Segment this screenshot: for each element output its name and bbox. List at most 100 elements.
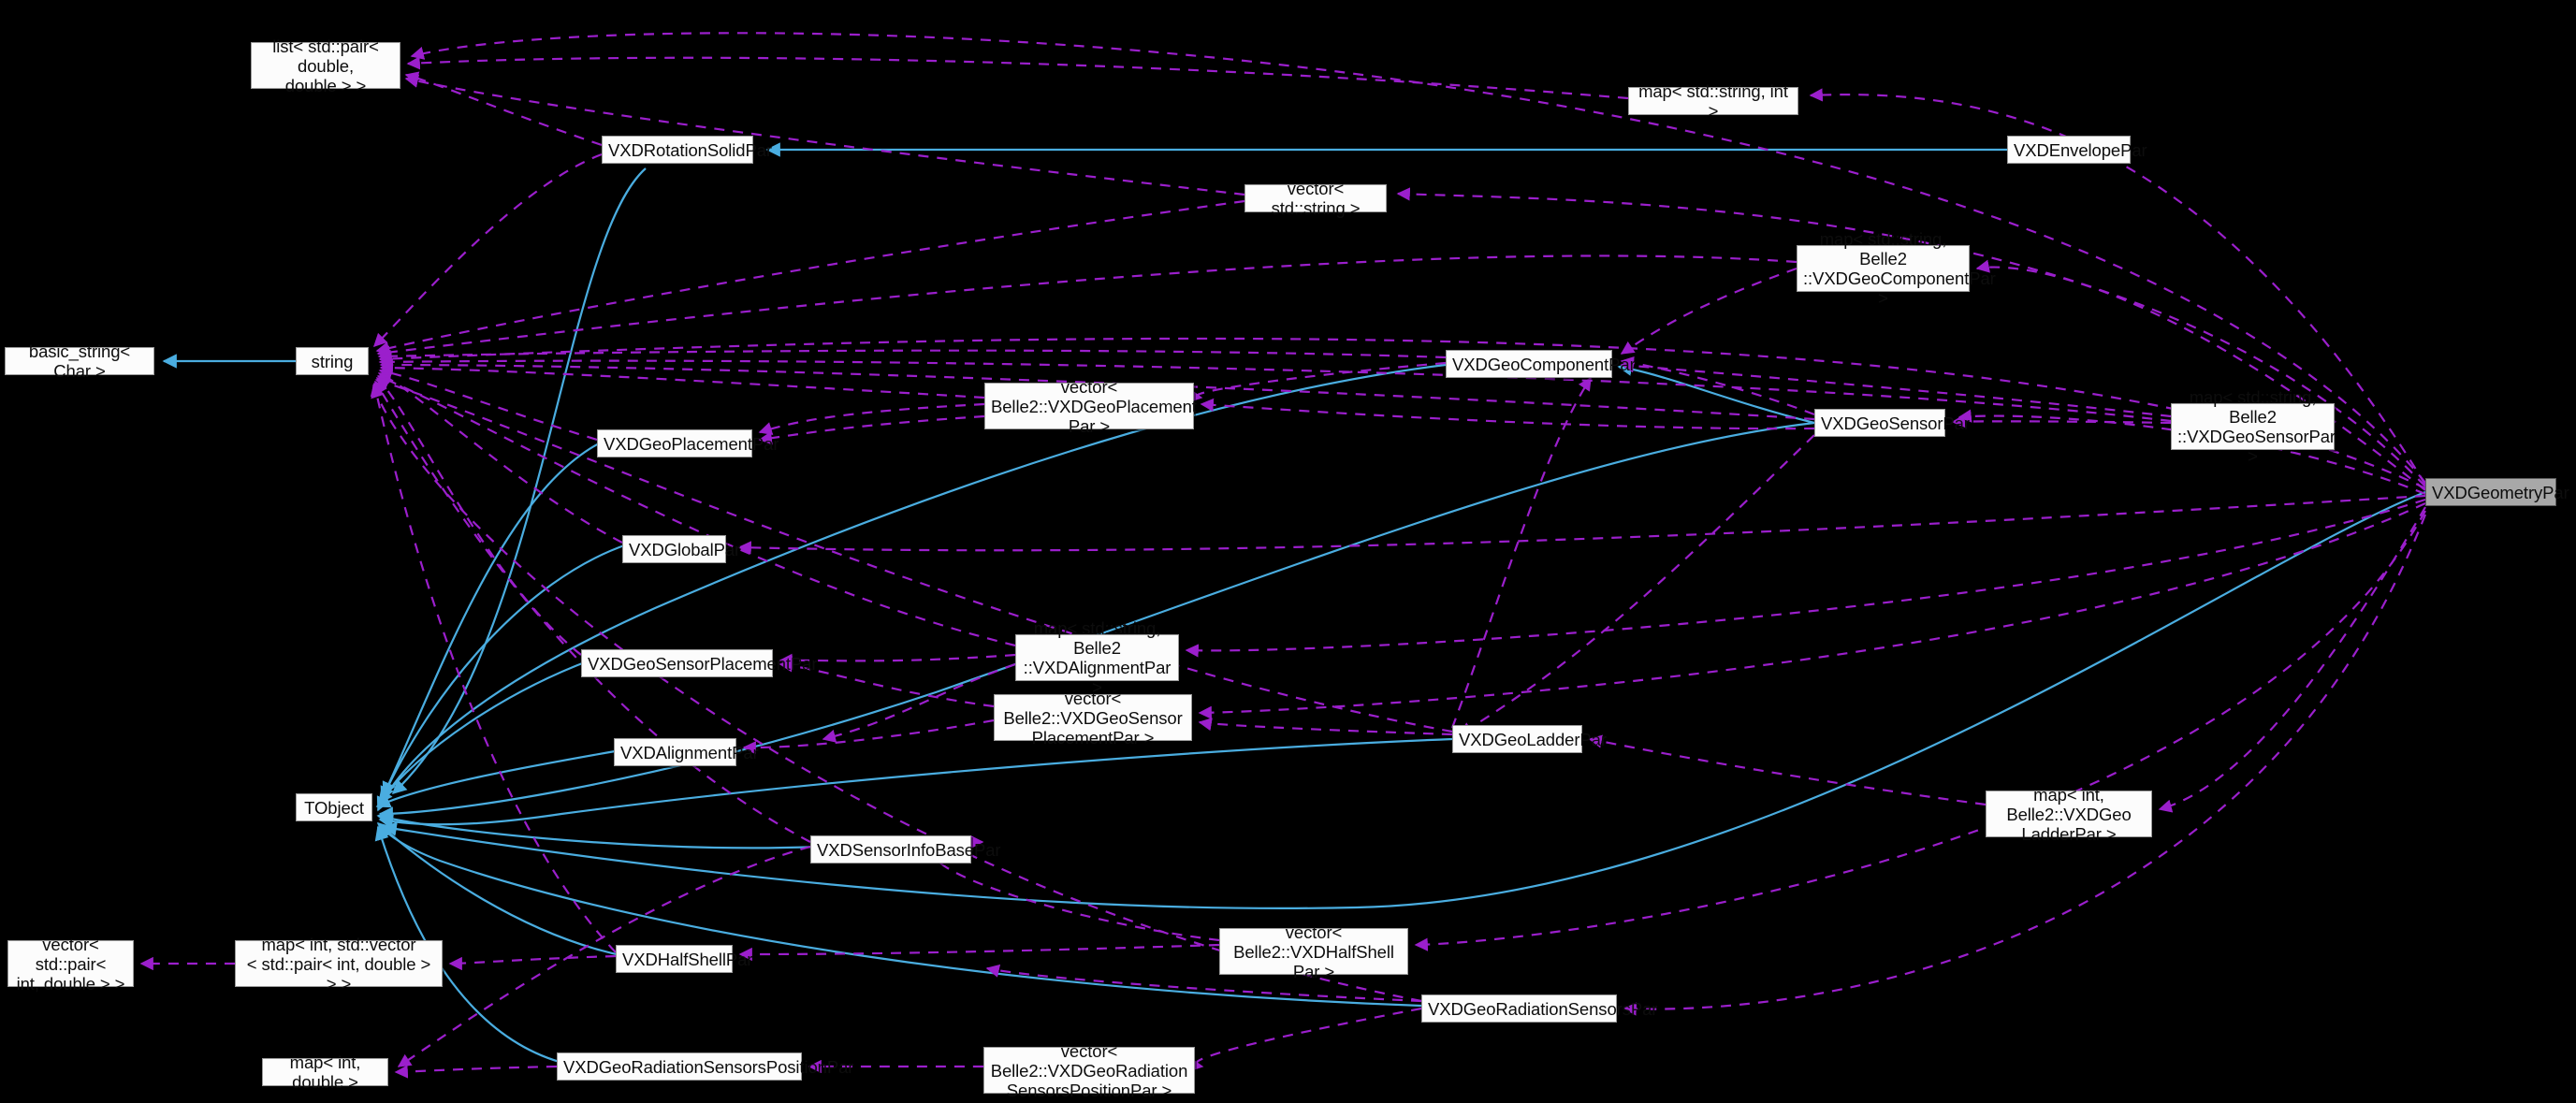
node-vector-pair-int-double[interactable]: vector< std::pair< int, double > > xyxy=(7,935,134,994)
edge-geoladder-to-geocomponent xyxy=(1450,376,1592,729)
node-label: VXDSensorInfoBasePar xyxy=(817,839,1001,860)
edge-vectorstring-to-string xyxy=(375,199,1245,356)
edge-radpospar-to-mapintdouble xyxy=(394,1065,558,1079)
edge-vectorplacement-to-string xyxy=(379,361,985,399)
node-label: vector< std::string > xyxy=(1271,179,1361,218)
node-label: VXDRotationSolidPar xyxy=(608,139,772,160)
edge-geosensor-to-vectorplacement xyxy=(1200,398,1815,430)
node-label: VXDHalfShellPar xyxy=(622,949,753,969)
node-label: map< std::string, Belle2 ::VXDGeoSensorP… xyxy=(2177,387,2336,466)
node-label: list< std::pair< double, double > > xyxy=(272,36,379,95)
node-vxd-sensor-info-base-par[interactable]: VXDSensorInfoBasePar xyxy=(810,835,1001,864)
node-vxd-geo-radiation-sensors-par[interactable]: VXDGeoRadiationSensorsPar xyxy=(1421,994,1657,1023)
edge-geometrypar-to-string-a xyxy=(378,337,2426,489)
edge-mapstringalign-to-string xyxy=(376,374,1016,647)
node-vector-geo-radiation-sensors-position-par[interactable]: vector< Belle2::VXDGeoRadiation SensorsP… xyxy=(983,1041,1195,1100)
edge-geocomponent-to-tobject xyxy=(376,363,1447,812)
node-label: VXDGeoSensorPlacementPar xyxy=(588,653,818,674)
node-vxd-geo-sensor-placement-par[interactable]: VXDGeoSensorPlacementPar xyxy=(581,649,818,677)
edge-alignment-to-tobject xyxy=(375,748,621,808)
edge-vectorsensorplacement-to-alignment xyxy=(742,718,995,755)
node-map-int-vector-pair[interactable]: map< int, std::vector < std::pair< int, … xyxy=(235,935,443,994)
node-vxd-geo-ladder-par[interactable]: VXDGeoLadderPar xyxy=(1452,725,1607,753)
node-vxd-envelope-par[interactable]: VXDEnvelopePar xyxy=(2007,136,2147,164)
edge-mapintladder-to-geoladder xyxy=(1588,734,1987,806)
node-label: vector< Belle2::VXDHalfShell Par > xyxy=(1233,922,1394,981)
edge-rotationsolid-to-listpair xyxy=(404,71,603,147)
edge-vectorplacement-to-placementpar-b xyxy=(758,414,985,445)
edge-geosensor-to-geoladder-b xyxy=(1458,434,1815,735)
edge-geocomponent-to-string xyxy=(377,349,1447,363)
node-vector-geo-sensor-placement-par[interactable]: vector< Belle2::VXDGeoSensor PlacementPa… xyxy=(994,689,1192,747)
node-vector-string[interactable]: vector< std::string > xyxy=(1244,179,1387,218)
node-map-string-geo-sensor-par[interactable]: map< std::string, Belle2 ::VXDGeoSensorP… xyxy=(2171,387,2336,466)
node-vxd-rotation-solid-par[interactable]: VXDRotationSolidPar xyxy=(602,136,772,164)
node-label: map< int, std::vector < std::pair< int, … xyxy=(246,934,431,994)
edge-sensorplacement-to-string xyxy=(375,377,582,656)
node-tobject[interactable]: TObject xyxy=(296,793,372,821)
edge-mapstringgeocomp-to-string xyxy=(376,254,1797,359)
node-label: VXDGeoPlacementPar xyxy=(604,433,779,454)
node-vxd-geo-placement-par[interactable]: VXDGeoPlacementPar xyxy=(597,429,779,457)
node-label: VXDGeoLadderPar xyxy=(1459,729,1607,749)
node-vector-half-shell-par[interactable]: vector< Belle2::VXDHalfShell Par > xyxy=(1219,922,1408,981)
node-map-int-double[interactable]: map< int, double > xyxy=(262,1052,388,1092)
node-label: TObject xyxy=(304,797,364,818)
node-label: vector< Belle2::VXDGeoRadiation SensorsP… xyxy=(990,1040,1188,1100)
edge-placement-to-tobject xyxy=(382,439,607,797)
edge-mapstringgeocomp-to-geocomponent xyxy=(1620,267,1797,355)
edge-halfshell-to-string xyxy=(370,382,617,953)
edge-geometrypar-to-listpairdouble-top xyxy=(410,32,2426,484)
edge-rotationsolid-to-tobject xyxy=(391,167,647,795)
node-label: VXDEnvelopePar xyxy=(2014,139,2147,160)
edge-geoladder-to-vectorsensorplacement xyxy=(1198,718,1453,736)
edge-sensorplacement-to-tobject xyxy=(378,659,590,805)
node-list-pair-double[interactable]: list< std::pair< double, double > > xyxy=(251,36,400,95)
edge-radsensors-to-vectorradpos xyxy=(1189,1007,1422,1072)
node-label: VXDGlobalPar xyxy=(629,539,741,559)
node-label: map< std::string, Belle2 ::VXDAlignmentP… xyxy=(1023,618,1172,697)
node-label: map< int, double > xyxy=(289,1052,361,1092)
node-label: vector< std::pair< int, double > > xyxy=(16,934,125,994)
node-label: VXDAlignmentPar xyxy=(620,742,759,762)
edge-mapstringint-to-listpair xyxy=(406,56,1629,100)
edge-geocomponent-to-vectorplacement xyxy=(1188,361,1447,403)
node-vxd-geo-radiation-sensors-position-par[interactable]: VXDGeoRadiationSensorsPositionPar xyxy=(557,1052,853,1081)
edge-mapalign-to-alignmentpar xyxy=(822,662,1016,743)
node-label: vector< Belle2::VXDGeoPlacement Par > xyxy=(991,376,1197,436)
node-vxd-half-shell-par[interactable]: VXDHalfShellPar xyxy=(616,945,753,973)
node-label: string xyxy=(311,351,354,371)
node-label: VXDGeoComponentPar xyxy=(1452,354,1636,374)
edge-geometrypar-to-radsensors xyxy=(1623,514,2427,1016)
edge-geoladder-to-string xyxy=(374,376,1453,733)
edge-placementpar-to-string xyxy=(378,366,598,442)
node-map-string-alignment-par[interactable]: map< std::string, Belle2 ::VXDAlignmentP… xyxy=(1015,618,1179,697)
edge-geometrypar-to-mapstringalign xyxy=(1185,498,2426,658)
node-label: VXDGeoSensorPar xyxy=(1821,413,1970,433)
node-vxd-global-par[interactable]: VXDGlobalPar xyxy=(622,535,741,563)
edge-geoladder-to-tobject xyxy=(378,737,1453,829)
node-vxd-geo-component-par[interactable]: VXDGeoComponentPar xyxy=(1446,350,1636,378)
edge-geometrypar-to-globalpar xyxy=(737,494,2426,555)
edge-vectorplacement-to-placementpar xyxy=(758,402,985,435)
node-map-int-geo-ladder-par[interactable]: map< int, Belle2::VXDGeo LadderPar > xyxy=(1986,785,2152,844)
node-label: map< int, Belle2::VXDGeo LadderPar > xyxy=(2006,784,2132,844)
edge-radsensors-to-string xyxy=(371,384,1422,1003)
edge-halfshell-to-mapintvectorpair xyxy=(448,954,617,971)
node-label: map< std::string, Belle2 ::VXDGeoCompone… xyxy=(1803,229,1996,308)
node-map-string-geo-component-par[interactable]: map< std::string, Belle2 ::VXDGeoCompone… xyxy=(1797,229,1996,308)
node-vxd-alignment-par[interactable]: VXDAlignmentPar xyxy=(614,738,759,766)
node-map-string-int[interactable]: map< std::string, int > xyxy=(1628,81,1798,121)
edge-sensorinfobase-to-tobject xyxy=(376,811,821,849)
node-vxd-geo-sensor-par[interactable]: VXDGeoSensorPar xyxy=(1814,409,1970,437)
node-label: VXDGeometryPar xyxy=(2432,482,2569,502)
node-label: basic_string< Char > xyxy=(28,341,131,381)
node-string[interactable]: string xyxy=(296,347,369,375)
node-vector-geo-placement-par[interactable]: vector< Belle2::VXDGeoPlacement Par > xyxy=(984,377,1197,436)
edge-rotationsolid-to-string-a xyxy=(372,152,603,348)
edge-geometrypar-to-mapintladder xyxy=(2158,506,2426,813)
node-basic-string[interactable]: basic_string< Char > xyxy=(5,341,154,381)
edge-globalpar-to-string xyxy=(377,371,623,544)
node-vxd-geometry-par[interactable]: VXDGeometryPar xyxy=(2425,478,2569,506)
